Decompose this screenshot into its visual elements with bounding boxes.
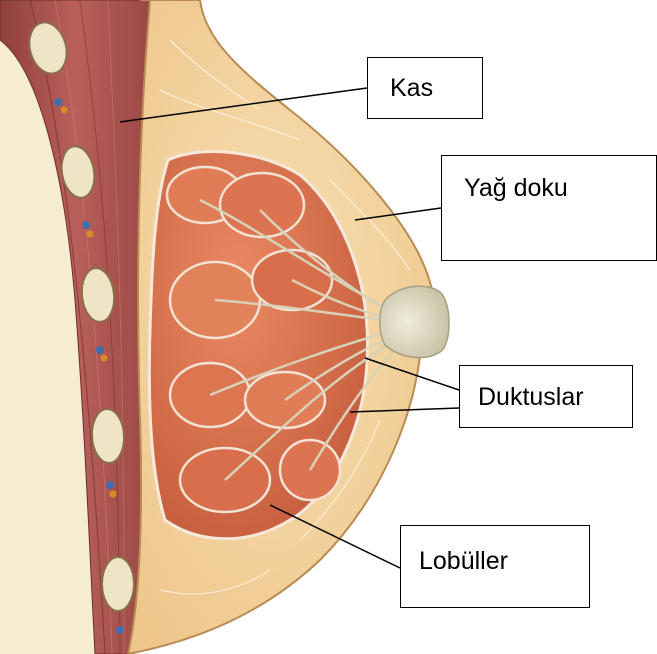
label-yag-doku: Yağ doku [441, 155, 657, 261]
label-yag-doku-text: Yağ doku [464, 176, 568, 201]
label-lobuller: Lobüller [400, 525, 590, 608]
label-kas: Kas [367, 57, 483, 119]
label-kas-text: Kas [390, 76, 433, 101]
label-duktuslar: Duktuslar [459, 365, 633, 428]
label-duktuslar-text: Duktuslar [478, 385, 584, 410]
nipple [380, 286, 449, 357]
label-lobuller-text: Lobüller [419, 549, 508, 574]
